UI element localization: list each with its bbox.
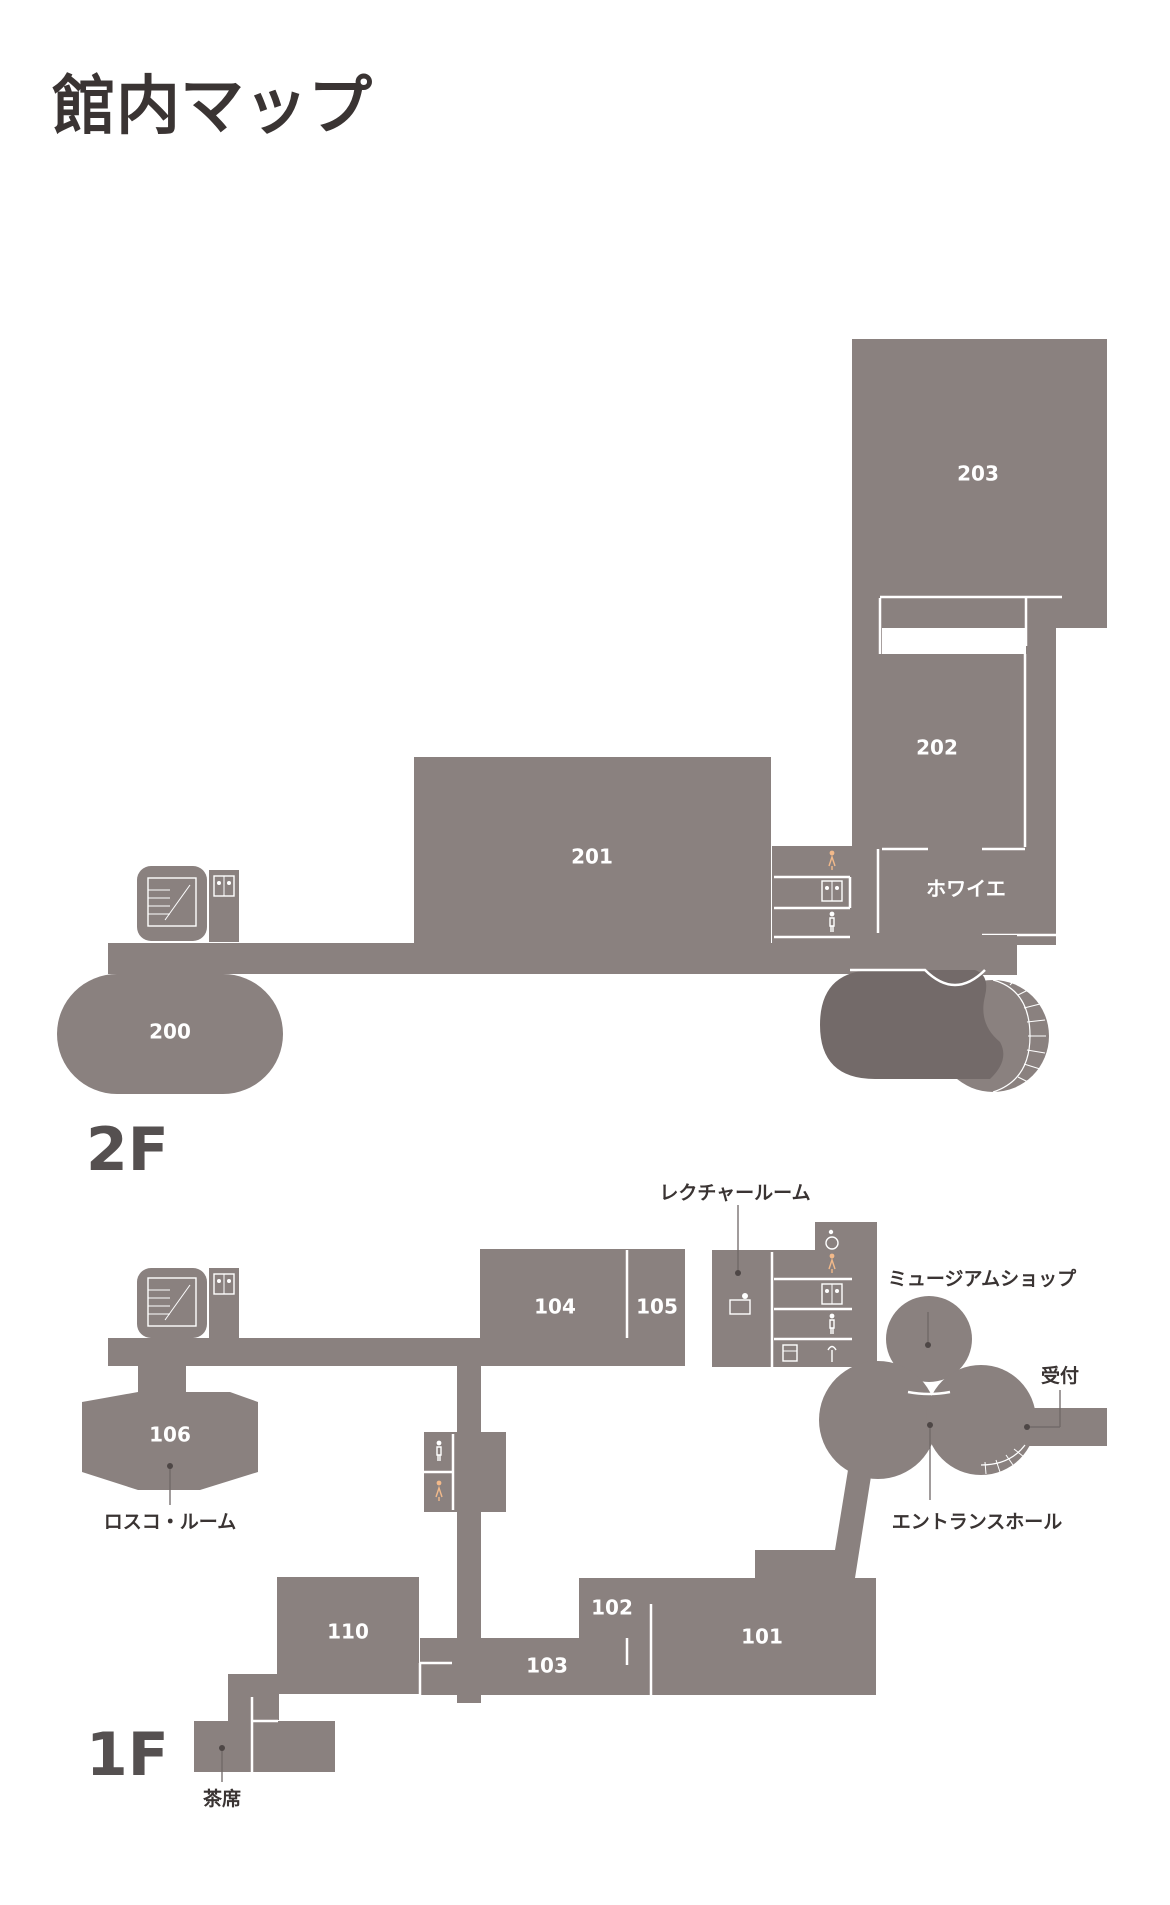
rothko-room-callout: ロスコ・ルーム — [104, 1511, 236, 1533]
elevator-icon — [821, 1283, 843, 1305]
room-110[interactable] — [277, 1577, 419, 1694]
foyer-label: ホワイエ — [926, 877, 1006, 901]
spiral-stair-treads — [1009, 974, 1046, 1085]
tea-room-callout: 茶席 — [203, 1787, 241, 1810]
spiral-stair-treads-1f — [984, 1448, 1025, 1475]
connector-106 — [138, 1364, 186, 1392]
room-202-label: 202 — [916, 736, 958, 760]
room-110-label: 110 — [327, 1620, 369, 1644]
room-106[interactable] — [82, 1392, 258, 1490]
locker-icon — [782, 1344, 798, 1362]
entrance-hall-east — [926, 1365, 1036, 1475]
room-203-label: 203 — [957, 462, 999, 486]
restroom-male-icon — [829, 1313, 835, 1334]
restroom-female-icon — [435, 1480, 443, 1501]
room-200-label: 200 — [149, 1020, 191, 1044]
entrance-ramp — [755, 1470, 872, 1578]
room-101-label: 101 — [741, 1625, 783, 1649]
elevator-icon — [213, 1273, 235, 1295]
room-201[interactable] — [414, 757, 771, 947]
foyer[interactable] — [852, 849, 1056, 945]
elevator-icon — [213, 875, 235, 897]
restroom-female-icon — [828, 1253, 836, 1273]
drinking-fountain-icon — [827, 1345, 837, 1362]
room-202[interactable] — [882, 654, 1026, 849]
room-103-label: 103 — [526, 1654, 568, 1678]
restroom-male-icon — [829, 911, 835, 932]
restroom-male-icon — [436, 1440, 442, 1461]
corridor-110 — [420, 1638, 457, 1695]
room-103[interactable] — [457, 1638, 627, 1695]
accessible-restroom-icon — [825, 1229, 839, 1250]
room-201-label: 201 — [571, 845, 613, 869]
room-203[interactable] — [852, 339, 1107, 628]
floor-2f: 200 201 203 202 ホワイエ — [57, 339, 1107, 1185]
room-105[interactable] — [627, 1249, 685, 1366]
elevator-icon — [821, 880, 843, 902]
restroom-female-icon — [828, 850, 836, 870]
lecture-room-callout: レクチャールーム — [659, 1182, 810, 1204]
tea-room[interactable] — [194, 1721, 335, 1772]
entrance-hall[interactable] — [819, 1361, 937, 1479]
reception-callout: 受付 — [1041, 1364, 1079, 1387]
museum-shop-callout: ミュージアムショップ — [888, 1267, 1077, 1290]
room-105-label: 105 — [636, 1295, 678, 1319]
nursing-room-icon — [729, 1293, 751, 1315]
spiral-connector — [852, 935, 1017, 975]
stairs-icon — [147, 877, 197, 927]
room-200[interactable] — [57, 974, 283, 1094]
stairs-icon — [147, 1277, 197, 1327]
museum-shop[interactable] — [886, 1296, 972, 1382]
spiral-hall-floor — [820, 970, 1004, 1079]
page-title: 館内マップ — [52, 70, 372, 144]
room-102[interactable] — [579, 1578, 651, 1638]
floor-2f-label: 2F — [86, 1115, 169, 1185]
entrance-hall-callout: エントランスホール — [892, 1511, 1063, 1533]
stairs-2f[interactable] — [137, 866, 207, 941]
floor-1f-label: 1F — [86, 1720, 169, 1790]
floor-1f: 106 ロスコ・ルーム 104 105 — [82, 1182, 1107, 1810]
corridor-2f — [108, 943, 888, 974]
service-column — [815, 1222, 877, 1367]
room-104-label: 104 — [534, 1295, 576, 1319]
room-102-label: 102 — [591, 1596, 633, 1620]
room-106-label: 106 — [149, 1423, 191, 1447]
